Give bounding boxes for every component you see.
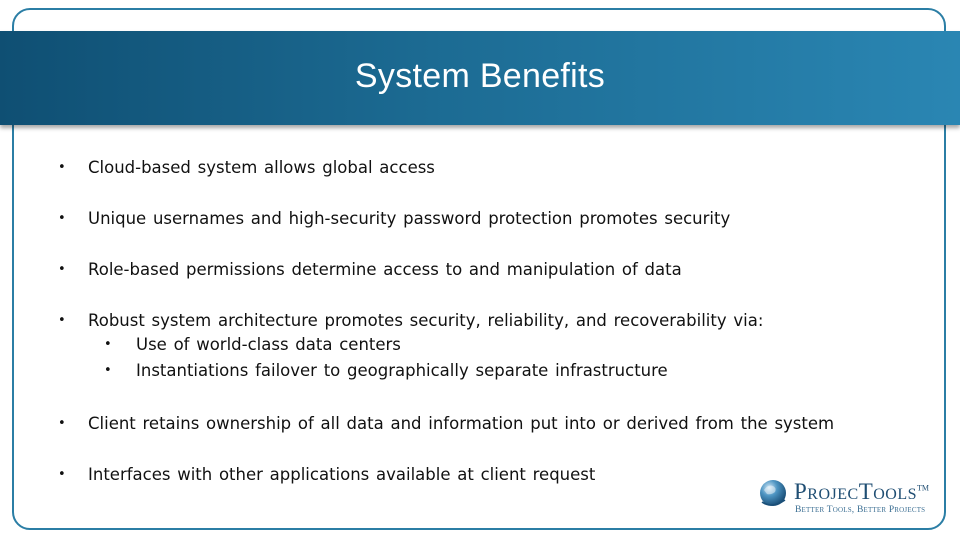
sub-list-item: • Use of world-class data centers [58,332,918,358]
bullet-icon: • [104,337,112,352]
logo-tagline: Better Tools, Better Projects [795,505,926,515]
list-item: • Client retains ownership of all data a… [58,413,918,435]
trademark-mark: TM [917,483,930,493]
globe-icon [760,480,786,506]
list-item-text: Robust system architecture promotes secu… [88,311,764,330]
bullet-icon: • [58,160,66,175]
logo-name: ProjecToolsTM [794,479,930,504]
bullet-icon: • [104,363,112,378]
list-item-text: Interfaces with other applications avail… [88,465,596,484]
bullet-icon: • [58,211,66,226]
company-logo: ProjecToolsTM Better Tools, Better Proje… [756,476,946,520]
list-item-text: Role-based permissions determine access … [88,260,682,279]
sub-list-item: • Instantiations failover to geographica… [58,358,918,384]
list-item: • Unique usernames and high-security pas… [58,208,918,230]
slide-title: System Benefits [354,56,606,95]
list-item: • Role-based permissions determine acces… [58,259,918,281]
list-item-text: Cloud-based system allows global access [88,158,435,177]
bullet-icon: • [58,262,66,277]
sub-list-item-text: Use of world-class data centers [136,335,401,354]
bullet-list: • Cloud-based system allows global acces… [58,157,918,486]
list-item-text: Unique usernames and high-security passw… [88,209,731,228]
title-band: System Benefits [0,31,960,125]
bullet-icon: • [58,313,66,328]
list-item: • Cloud-based system allows global acces… [58,157,918,179]
list-item: • Interfaces with other applications ava… [58,464,918,486]
list-item-text: Client retains ownership of all data and… [88,414,835,433]
list-item: • Robust system architecture promotes se… [58,310,918,332]
bullet-icon: • [58,467,66,482]
sub-list-item-text: Instantiations failover to geographicall… [136,361,668,380]
bullet-icon: • [58,416,66,431]
